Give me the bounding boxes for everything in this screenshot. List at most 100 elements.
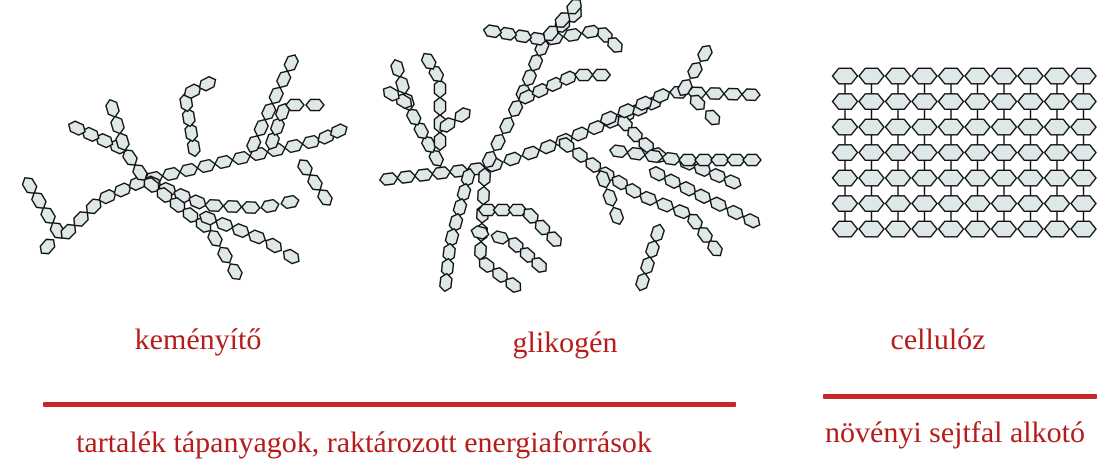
glucose-ring-icon [602, 188, 618, 207]
glucose-ring-icon [531, 257, 547, 273]
storage-underline [43, 402, 736, 407]
glucose-ring-icon [617, 103, 636, 119]
glucose-ring-icon [626, 146, 647, 161]
glucose-ring-icon [643, 149, 664, 164]
glucose-ring-icon [98, 188, 117, 205]
glucose-ring-icon [672, 204, 691, 220]
glucose-ring-icon [538, 139, 558, 155]
glucose-ring-icon [911, 144, 938, 162]
glucose-ring-icon [40, 207, 56, 224]
glucose-ring-icon [1070, 67, 1097, 85]
glucose-ring-icon [454, 107, 471, 123]
glucose-ring-icon [608, 144, 629, 159]
glucose-ring-icon [572, 147, 588, 163]
glucose-ring-icon [492, 267, 508, 283]
glucose-ring-icon [831, 220, 859, 238]
glucose-ring-icon [301, 134, 321, 150]
glucose-ring-icon [964, 93, 991, 111]
glucose-ring-icon [460, 167, 476, 188]
glucose-ring-icon [858, 220, 885, 238]
glucose-ring-icon [546, 231, 563, 248]
glycogen-structure [378, 0, 762, 293]
glucose-ring-icon [937, 195, 965, 213]
glucose-ring-icon [113, 182, 132, 198]
glucose-ring-icon [521, 145, 541, 161]
glucose-ring-icon [1043, 144, 1071, 162]
glucose-ring-icon [507, 99, 524, 118]
glucose-ring-icon [490, 133, 506, 152]
glucose-ring-icon [433, 78, 447, 99]
glucose-ring-icon [689, 94, 706, 111]
glucose-ring-icon [161, 166, 181, 182]
glucose-ring-icon [677, 78, 693, 97]
glucose-ring-icon [911, 220, 938, 238]
glucose-ring-icon [640, 256, 655, 276]
glucose-ring-icon [198, 75, 217, 92]
cellulose-structure [831, 67, 1097, 238]
glucose-ring-icon [884, 220, 912, 238]
glucose-ring-icon [693, 188, 712, 205]
glucose-ring-icon [858, 169, 885, 187]
glucose-ring-icon [215, 216, 234, 232]
glucose-ring-icon [709, 196, 728, 212]
glucose-ring-icon [1043, 118, 1071, 136]
glucose-ring-icon [687, 213, 703, 230]
glucose-ring-icon [990, 144, 1018, 162]
glucose-ring-icon [661, 151, 682, 166]
glucose-ring-icon [476, 185, 491, 206]
glucose-ring-icon [60, 223, 77, 240]
glucose-ring-icon [382, 85, 400, 102]
glucose-ring-icon [635, 272, 650, 292]
glucose-ring-icon [253, 118, 269, 137]
glucose-ring-icon [964, 144, 991, 162]
glucose-ring-icon [911, 169, 938, 187]
glucose-ring-icon [990, 220, 1018, 238]
glucose-ring-icon [21, 177, 38, 194]
glucose-ring-icon [276, 70, 292, 89]
glucose-ring-icon [105, 98, 120, 118]
glucose-ring-icon [222, 199, 243, 214]
glucose-ring-icon [1017, 195, 1044, 213]
glucose-ring-icon [204, 198, 225, 213]
glucose-ring-icon [858, 93, 885, 111]
glucose-ring-icon [285, 98, 305, 112]
glucose-ring-icon [663, 173, 682, 190]
glucose-ring-icon [964, 220, 991, 238]
glucose-ring-icon [650, 223, 665, 243]
glucose-ring-icon [452, 197, 468, 218]
glucose-ring-icon [964, 118, 991, 136]
glucose-ring-icon [1043, 169, 1071, 187]
glucose-ring-icon [624, 182, 642, 199]
glucose-ring-icon [652, 88, 671, 104]
glucose-ring-icon [831, 67, 859, 85]
glucose-ring-icon [831, 93, 859, 111]
glucose-ring-icon [884, 195, 912, 213]
glucose-ring-icon [723, 174, 742, 190]
glucose-ring-icon [585, 157, 602, 173]
glucose-ring-icon [964, 169, 991, 187]
glucose-ring-icon [448, 212, 464, 233]
glucose-ring-icon [639, 190, 658, 206]
glucose-ring-icon [378, 172, 399, 186]
glucose-ring-icon [831, 195, 859, 213]
glucose-ring-icon [1017, 169, 1044, 187]
glucose-ring-icon [67, 120, 86, 136]
glucose-ring-icon [707, 240, 723, 257]
glucose-ring-icon [473, 240, 488, 261]
glucose-ring-icon [559, 70, 578, 86]
glucose-ring-icon [609, 206, 625, 226]
glucose-ring-icon [742, 213, 761, 229]
glucose-ring-icon [305, 98, 325, 112]
glucose-ring-icon [227, 263, 243, 281]
glucose-ring-icon [396, 170, 417, 184]
glucose-ring-icon [990, 67, 1018, 85]
glucose-ring-icon [527, 53, 544, 72]
glucose-ring-icon [831, 118, 859, 136]
glucose-ring-icon [591, 68, 612, 82]
glucose-ring-icon [329, 123, 348, 139]
glucose-ring-icon [911, 93, 938, 111]
glucose-ring-icon [196, 158, 216, 174]
glucose-ring-icon [990, 93, 1018, 111]
glucose-ring-icon [884, 67, 912, 85]
